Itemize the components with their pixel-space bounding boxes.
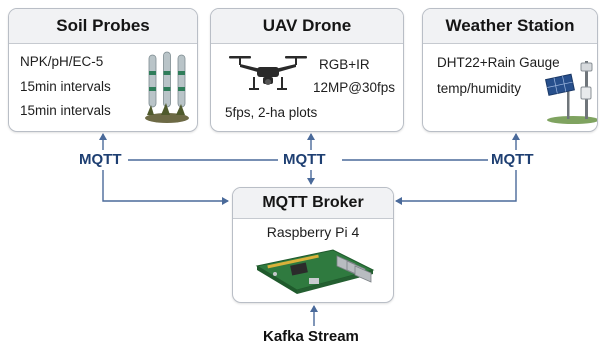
soil-probes-card: Soil Probes NPK/pH/EC-5 15min intervals … [8,8,198,132]
arrow-to-broker-right [395,170,517,205]
uav-drone-spec-3: 5fps, 2-ha plots [225,105,318,120]
soil-probes-spec-2: 15min intervals [20,79,111,94]
mqtt-label-left: MQTT [79,151,122,168]
uav-drone-spec-1: RGB+IR [319,57,370,72]
raspberry-pi-board-icon [255,249,375,294]
soil-probes-spec-1: NPK/pH/EC-5 [20,54,104,69]
mqtt-broker-title: MQTT Broker [233,188,393,219]
solar-weather-station-icon [545,61,597,124]
soil-probes-spec-3: 15min intervals [20,103,111,118]
soil-probe-icon [145,51,189,123]
weather-station-spec-2: temp/humidity [437,81,522,96]
uav-drone-spec-2: 12MP@30fps [313,80,395,95]
drone-icon [229,56,307,90]
kafka-stream-label: Kafka Stream [263,328,359,345]
mqtt-broker-card: MQTT Broker Raspberry Pi 4 [232,187,394,303]
arrow-to-broker-left [102,170,229,205]
mqtt-label-right: MQTT [491,151,534,168]
mqtt-label-center: MQTT [283,151,326,168]
mqtt-broker-subtitle: Raspberry Pi 4 [266,224,360,240]
weather-station-card: Weather Station DHT22+Rain Gauge temp/hu… [422,8,598,132]
weather-station-spec-1: DHT22+Rain Gauge [437,55,560,70]
uav-drone-title: UAV Drone [211,9,403,44]
soil-probes-title: Soil Probes [9,9,197,44]
uav-drone-card: UAV Drone RGB+IR 12MP@30fps 5fps, 2-ha p… [210,8,404,132]
weather-station-title: Weather Station [423,9,597,44]
